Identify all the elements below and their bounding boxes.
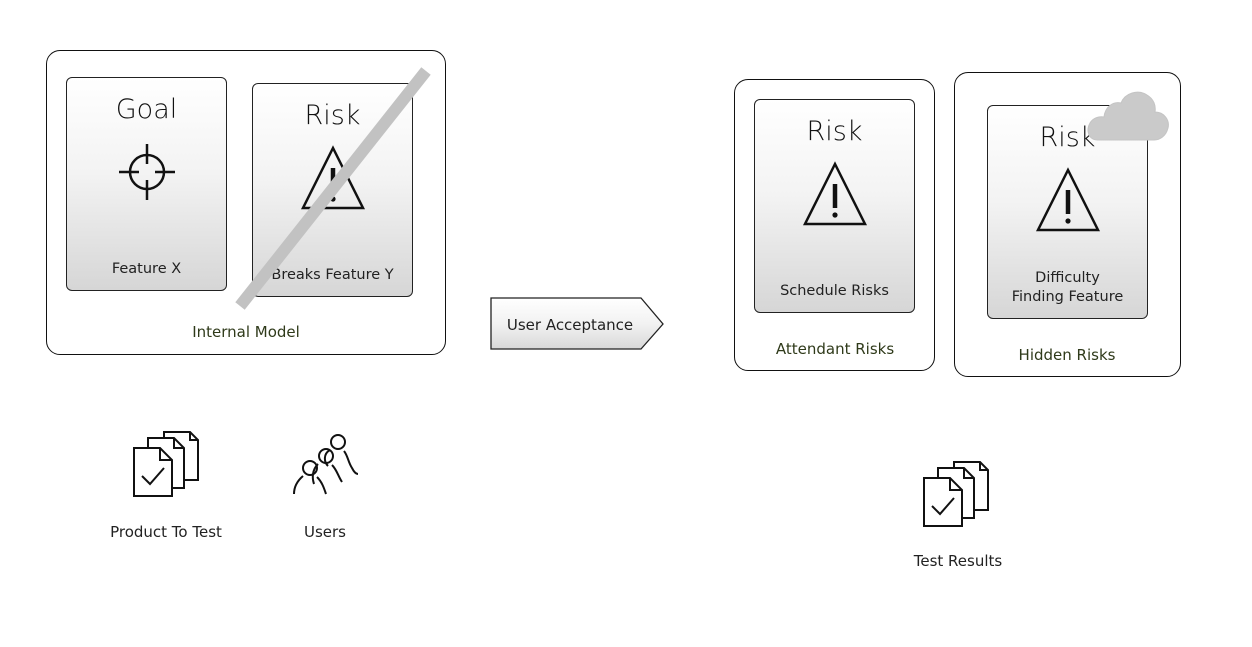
risk-card-caption-line1: Difficulty [1035, 270, 1100, 286]
product-to-test-label: Product To Test [110, 523, 222, 541]
attendant-risks-label: Attendant Risks [775, 340, 895, 358]
risk-card-caption: Breaks Feature Y [271, 267, 394, 283]
risk-card-caption-line2: Finding Feature [1011, 289, 1124, 305]
users-label: Users [303, 523, 346, 541]
user-acceptance-process-arrow [490, 297, 664, 350]
goal-card-title: Goal [115, 94, 178, 125]
test-results-label: Test Results [913, 552, 1003, 570]
risk-card-schedule: Risk Schedule Risks [754, 99, 915, 313]
risk-card-title: Risk [1039, 122, 1096, 153]
crosshair-icon [119, 144, 175, 200]
goal-card-caption: Feature X [111, 261, 182, 277]
internal-model-label: Internal Model [192, 323, 300, 341]
warning-icon [1035, 167, 1101, 232]
hidden-risks-label: Hidden Risks [1018, 346, 1116, 364]
users-icon [293, 434, 359, 495]
risk-card-title: Risk [304, 100, 361, 131]
cloud-icon [1087, 91, 1169, 141]
risk-card-caption: Schedule Risks [780, 283, 889, 299]
goal-card: Goal Feature X [66, 77, 227, 291]
user-acceptance-label: User Acceptance [506, 316, 634, 334]
risk-card-title: Risk [806, 116, 863, 147]
risk-card-difficulty: Risk Difficulty Finding Feature [987, 105, 1148, 319]
warning-icon [802, 161, 868, 226]
documents-check-icon [133, 431, 199, 497]
documents-check-icon [923, 461, 989, 527]
